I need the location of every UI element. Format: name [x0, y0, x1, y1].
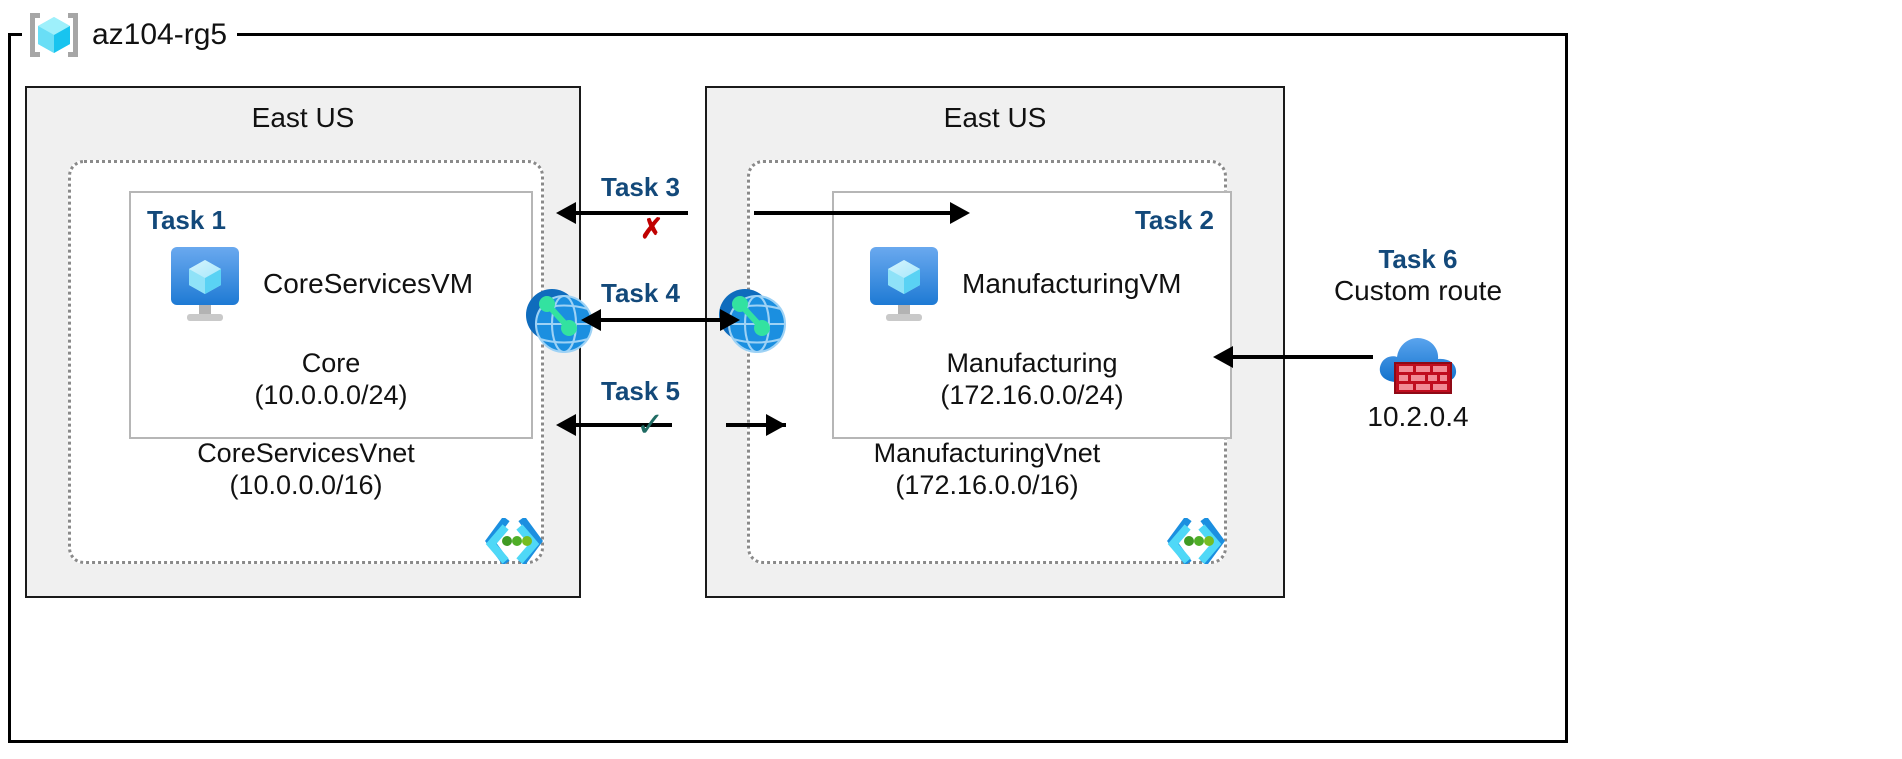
vnet-box-coreservices: Task 1: [68, 160, 544, 564]
vm-name-coreservices: CoreServicesVM: [263, 268, 474, 299]
region-label-left: East US: [251, 102, 355, 133]
connection-arrow-task3: [556, 202, 970, 224]
subnet-box-manufacturing: Task 2: [832, 191, 1232, 439]
vnet-label-manufacturing: ManufacturingVnet (172.16.0.0/16): [750, 438, 1224, 502]
firewall-ip-address: 10.2.0.4: [1367, 401, 1469, 432]
task-tag-5: Task 5: [601, 376, 681, 406]
connection-arrow-task6: [1213, 346, 1373, 368]
subnet-cidr-core: (10.0.0.0/24): [254, 379, 408, 410]
status-marker-cross: ✗: [640, 213, 664, 244]
vnet-cidr-manufacturing: (172.16.0.0/16): [895, 469, 1079, 500]
task-tag-3: Task 3: [601, 172, 681, 202]
firewall-icon: [1373, 326, 1465, 398]
subnet-name-core: Core: [301, 348, 361, 378]
region-box-left: East US Task 1: [25, 86, 581, 598]
resource-group-icon: [26, 9, 82, 61]
resource-group-label: az104-rg5: [22, 13, 238, 57]
vm-block-manufacturing: ManufacturingVM: [862, 245, 1181, 323]
custom-route-label: Custom route: [1333, 274, 1503, 306]
virtual-machine-icon: [862, 245, 946, 323]
virtual-machine-icon: [163, 245, 247, 323]
vnet-peering-icon-right: [712, 283, 790, 357]
connection-arrow-task4: [581, 309, 740, 331]
subnet-box-core: Task 1: [129, 191, 533, 439]
vnet-label-coreservices: CoreServicesVnet (10.0.0.0/16): [71, 438, 541, 502]
status-marker-check: ✓: [636, 406, 665, 444]
region-box-right: East US Task 2: [705, 86, 1285, 598]
vm-name-manufacturing: ManufacturingVM: [962, 268, 1182, 299]
subnet-icon-right: [1165, 518, 1227, 564]
vnet-box-manufacturing: Task 2: [747, 160, 1232, 564]
vnet-name-manufacturing: ManufacturingVnet: [873, 438, 1101, 468]
task-tag-2: Task 2: [1134, 205, 1214, 235]
region-label-right: East US: [943, 102, 1047, 133]
subnet-icon-left: [483, 518, 545, 564]
vnet-name-coreservices: CoreServicesVnet: [197, 438, 415, 468]
subnet-label-manufacturing: Manufacturing (172.16.0.0/24): [834, 348, 1230, 412]
subnet-name-manufacturing: Manufacturing: [946, 348, 1118, 378]
resource-group-boundary: [8, 33, 1568, 743]
task-tag-4: Task 4: [601, 278, 681, 308]
vnet-cidr-coreservices: (10.0.0.0/16): [229, 469, 383, 500]
subnet-cidr-manufacturing: (172.16.0.0/24): [940, 379, 1124, 410]
task-tag-1: Task 1: [147, 205, 227, 235]
resource-group-name: az104-rg5: [92, 18, 228, 51]
vm-block-coreservices: CoreServicesVM: [163, 245, 473, 323]
connection-arrow-task5: [556, 414, 786, 436]
subnet-label-core: Core (10.0.0.0/24): [131, 348, 531, 412]
task-tag-6: Task 6: [1378, 244, 1458, 274]
vnet-peering-icon-left: [519, 283, 597, 357]
custom-route-label-block: Task 6 Custom route: [1268, 245, 1568, 307]
